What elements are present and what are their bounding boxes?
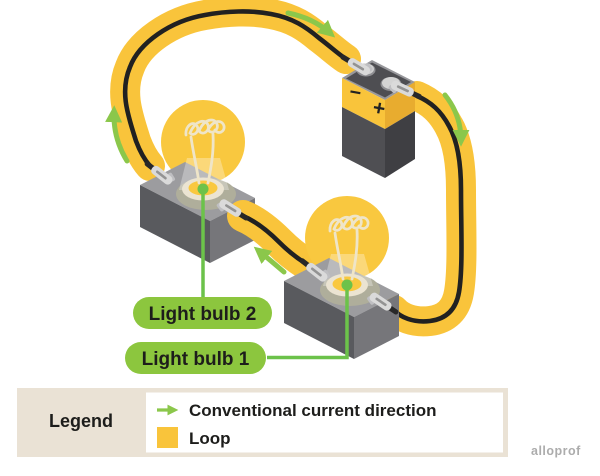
battery: − + xyxy=(342,60,415,178)
current-arrow-right-icon xyxy=(442,92,470,147)
legend: Legend Conventional current direction Lo… xyxy=(17,388,508,457)
callout-label-bulb1: Light bulb 1 xyxy=(142,349,250,370)
legend-title: Legend xyxy=(49,411,113,431)
battery-body-right xyxy=(385,111,415,178)
bulb-filament xyxy=(184,118,226,185)
alloprof-watermark: alloprof xyxy=(531,444,581,458)
battery-body-left xyxy=(342,107,385,178)
callout-light-bulb-1: Light bulb 1 xyxy=(125,342,266,374)
bulb-glow xyxy=(161,100,245,184)
light-bulb-1 xyxy=(282,194,401,361)
battery-band-left xyxy=(342,78,385,129)
wire-middle xyxy=(240,213,308,266)
pointer-dot-bulb1 xyxy=(341,279,353,291)
current-arrow-left-icon xyxy=(105,105,130,164)
legend-item-current-label: Conventional current direction xyxy=(189,401,436,420)
circuit-wires xyxy=(122,9,464,324)
callout-pill xyxy=(125,342,266,374)
legend-panel xyxy=(146,392,503,453)
battery-plus-sign: + xyxy=(371,96,387,121)
current-arrow-middle-icon xyxy=(253,246,287,275)
callout-label-bulb2: Light bulb 2 xyxy=(149,304,257,325)
pointer-bulb1 xyxy=(267,287,349,360)
pointer-dot-bulb2 xyxy=(197,183,209,195)
current-arrow-top-icon xyxy=(285,10,336,38)
wire-top xyxy=(122,9,349,169)
legend-loop-swatch-icon xyxy=(157,427,178,448)
callout-pointers xyxy=(201,191,349,360)
callout-light-bulb-2: Light bulb 2 xyxy=(133,297,272,329)
light-bulb-2 xyxy=(140,100,255,263)
wire-right xyxy=(391,93,464,324)
battery-minus-sign: − xyxy=(348,81,363,105)
callout-pill xyxy=(133,297,272,329)
current-arrows xyxy=(105,10,470,275)
legend-item-loop-label: Loop xyxy=(189,429,231,448)
bulb-base-left xyxy=(140,185,210,263)
